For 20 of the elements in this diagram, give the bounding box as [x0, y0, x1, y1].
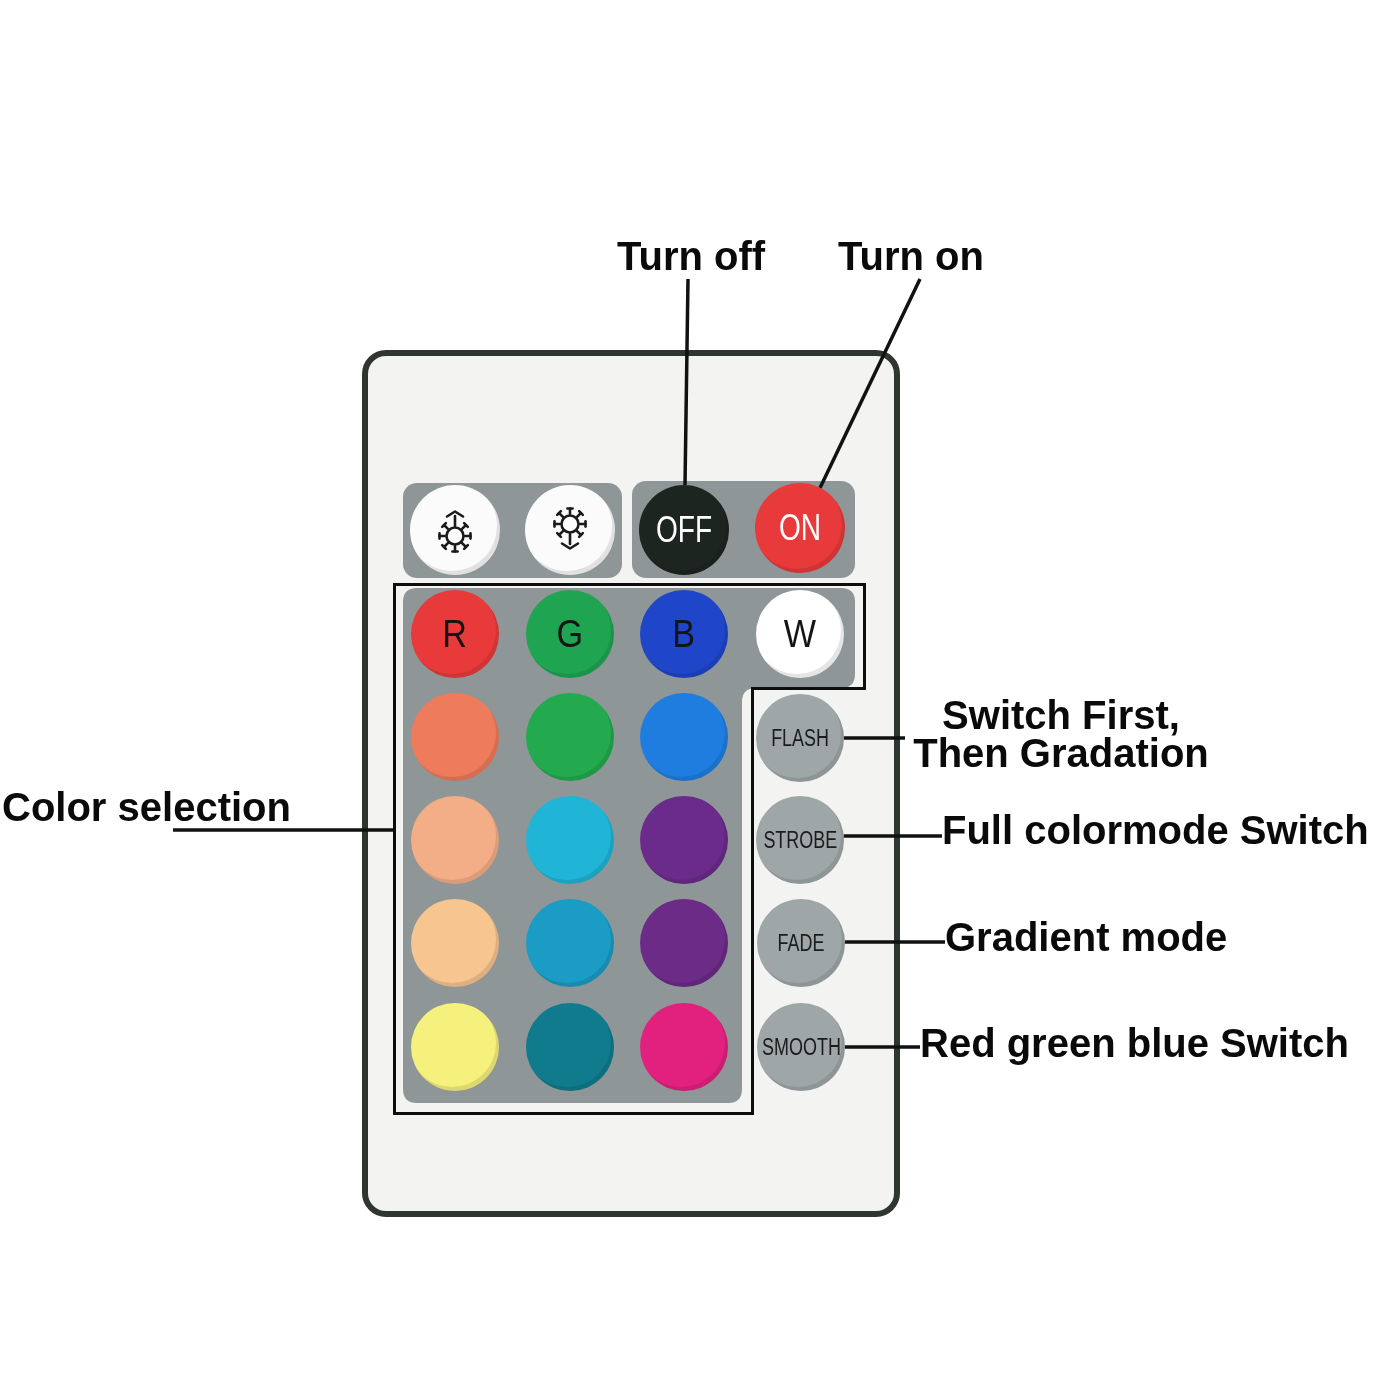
callout-label: Red green blue Switch — [920, 1020, 1349, 1066]
callout-label: Gradient mode — [945, 914, 1228, 960]
remote-control-body — [362, 350, 900, 1217]
leader-line — [845, 1045, 920, 1049]
leader-line — [818, 278, 922, 489]
callout-label: Color selection — [2, 784, 291, 830]
remote-button: FLASH — [756, 694, 844, 782]
callout-label: Full colormode Switch — [942, 807, 1369, 853]
leader-line — [845, 940, 945, 944]
selection-outline — [393, 583, 866, 1115]
callout-label: Turn off — [617, 233, 766, 279]
leader-line — [843, 834, 942, 838]
callout-label: Turn on — [838, 233, 984, 279]
leader-line — [173, 828, 393, 832]
remote-button: SMOOTH — [757, 1003, 845, 1091]
remote-button: STROBE — [756, 796, 844, 884]
callout-label: Switch First, Then Gradation — [905, 696, 1217, 772]
leader-line — [683, 278, 690, 486]
remote-button: FADE — [757, 899, 845, 987]
leader-line — [844, 736, 905, 740]
